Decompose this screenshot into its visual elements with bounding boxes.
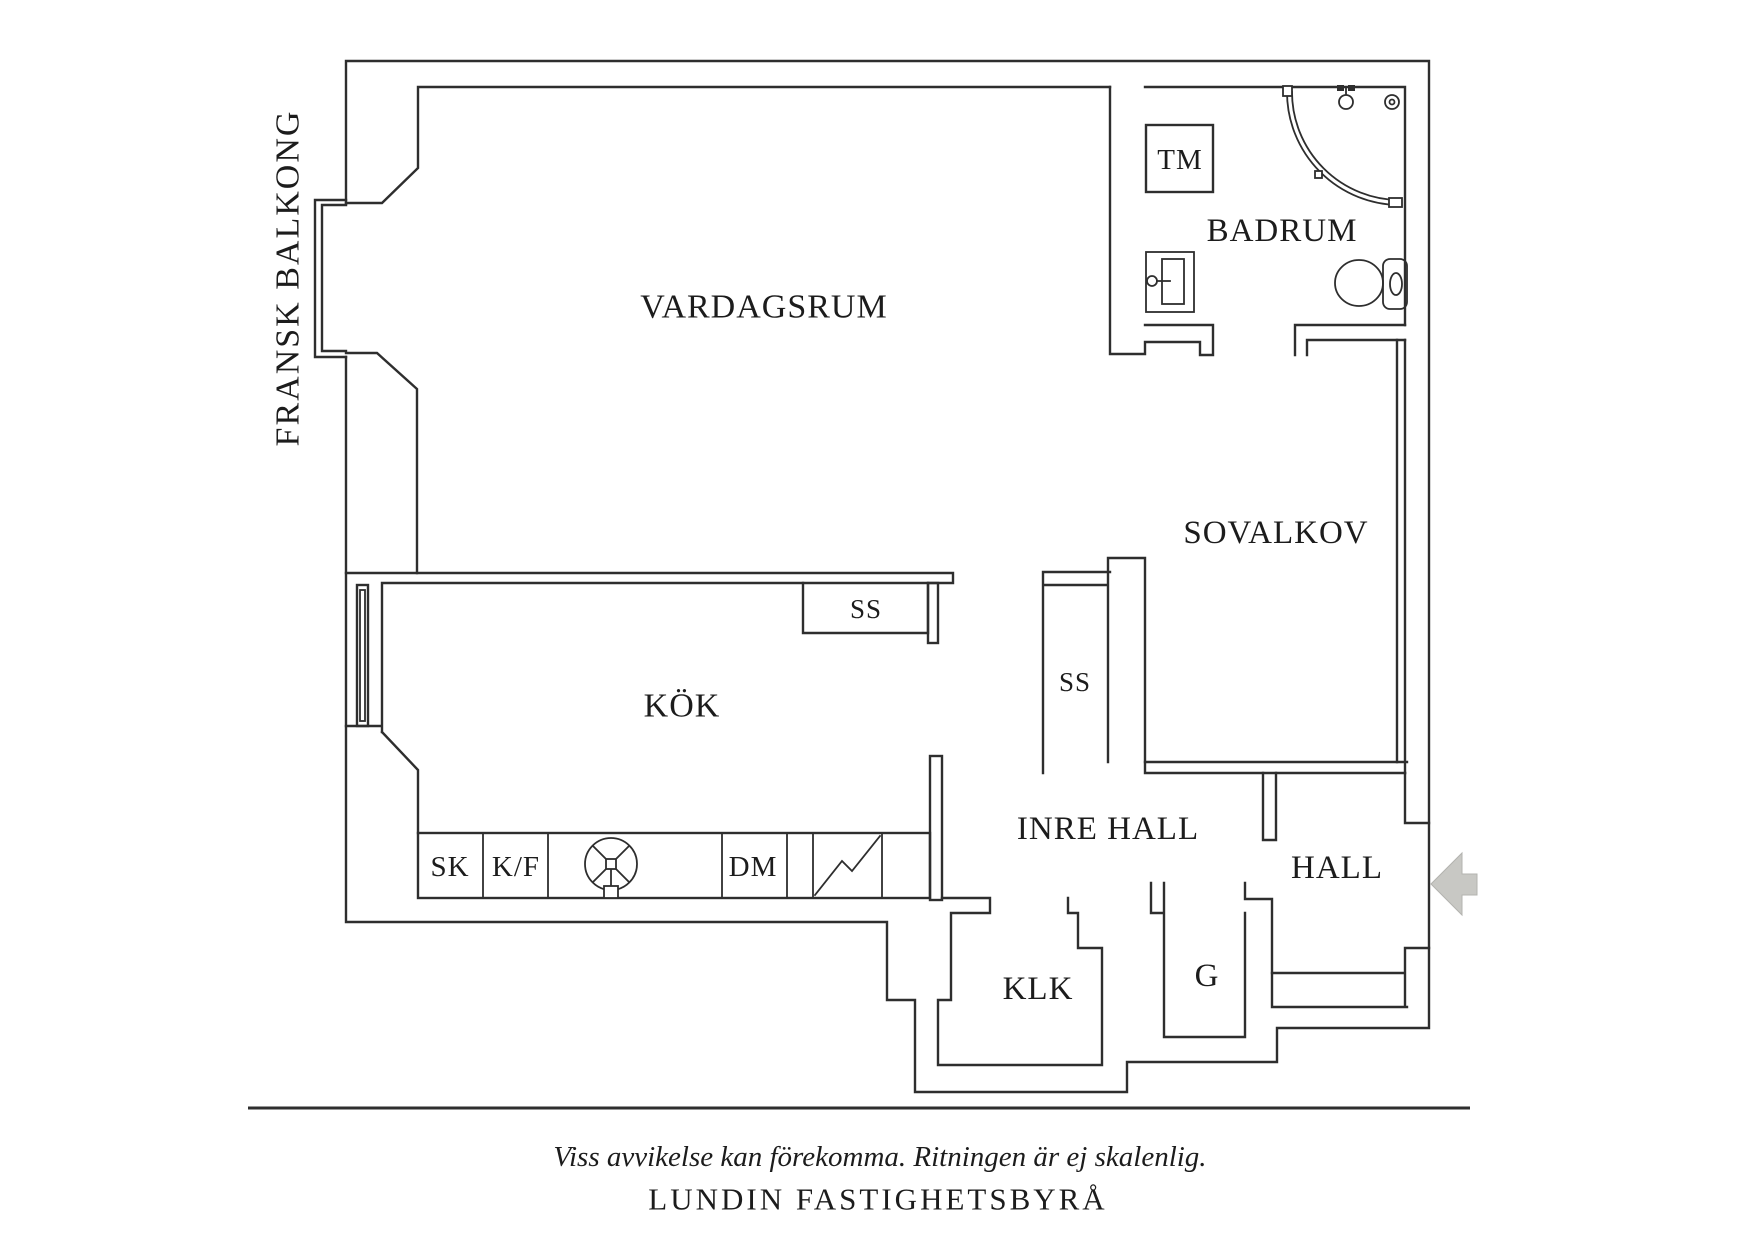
fixture-label-dm: DM: [729, 851, 778, 883]
footer-brand: LUNDIN FASTIGHETSBYRÅ: [648, 1182, 1107, 1217]
sink-symbol: [813, 834, 882, 897]
klk-walls: [936, 896, 1104, 1067]
fixture-label-sk: SK: [430, 851, 469, 883]
fixture-label-tm: TM: [1157, 144, 1203, 176]
stove-icon: [584, 837, 638, 899]
balcony-label: FRANSK BALKONG: [270, 110, 307, 447]
room-label-kok: KÖK: [644, 688, 721, 725]
room-label-hall: HALL: [1291, 850, 1383, 886]
sovalkov-closet-walls: [1041, 556, 1147, 775]
room-label-g: G: [1195, 958, 1220, 994]
exterior-wall-outline: [344, 59, 1431, 1094]
badrum-west-south-wall: [1108, 85, 1215, 357]
french-balcony: [313, 198, 348, 359]
room-label-sovalkov: SOVALKOV: [1183, 515, 1368, 551]
sovalkov-south-wall: [1143, 760, 1409, 775]
footer-disclaimer: Viss avvikelse kan förekomma. Ritningen …: [553, 1141, 1206, 1173]
shower-icon: [1282, 85, 1403, 208]
hall-south-walls: [1270, 771, 1431, 1009]
fixture-label-kf: K/F: [492, 851, 540, 883]
g-closet-walls: [1149, 881, 1274, 1039]
room-label-vardagsrum: VARDAGSRUM: [640, 289, 887, 326]
toilet-icon: [1334, 258, 1408, 310]
kitchen-window-inner: [359, 589, 366, 722]
washing-machine: [1144, 123, 1215, 194]
hall-divider-stub: [1261, 771, 1278, 842]
badrum-south-wall-right: [1293, 323, 1407, 357]
fixture-label-ss-kitchen: SS: [850, 594, 882, 624]
room-label-badrum: BADRUM: [1207, 213, 1358, 249]
sovalkov-east-wall: [1395, 338, 1407, 775]
room-label-inre-hall: INRE HALL: [1017, 811, 1199, 847]
room-label-klk: KLK: [1003, 971, 1074, 1007]
entrance-arrow-icon: [1430, 851, 1478, 917]
vardagsrum-inner-walls: [344, 85, 1112, 575]
kitchen-window: [355, 583, 370, 728]
kitchen-wall-return: [926, 581, 940, 645]
fixture-label-ss-sovalkov: SS: [1059, 667, 1091, 697]
washbasin-icon: [1145, 251, 1195, 313]
kok-north-wall: [344, 571, 955, 835]
kitchen-counter-dividers: [482, 832, 883, 899]
kok-hall-stub-wall: [928, 754, 944, 902]
badrum-inner-walls: [1143, 85, 1407, 327]
